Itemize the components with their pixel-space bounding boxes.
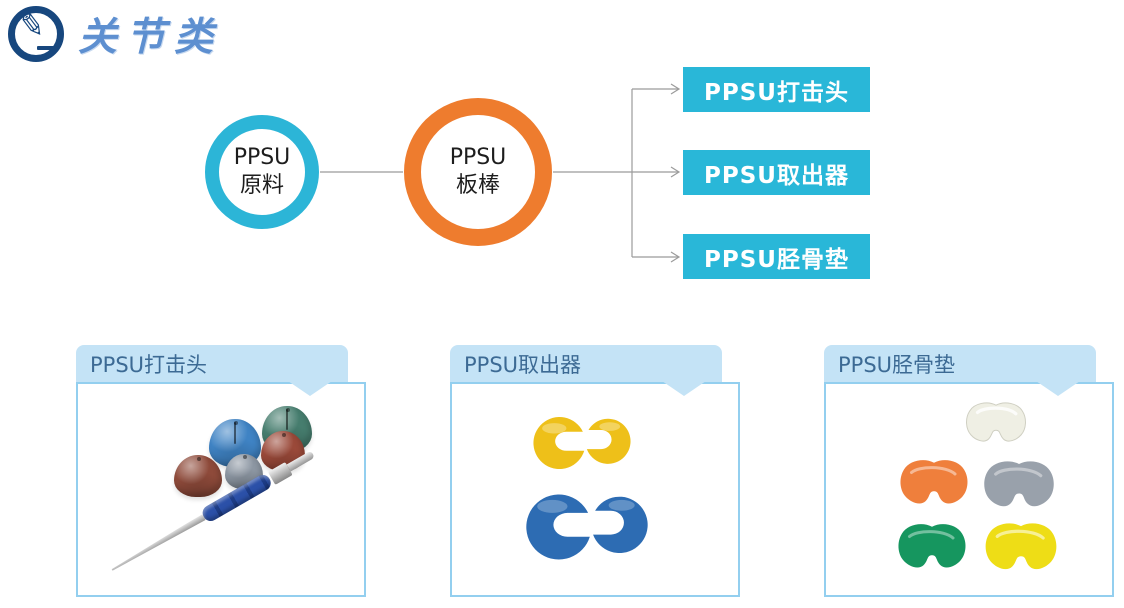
card-title: PPSU取出器 — [464, 352, 582, 377]
arrowhead-icon — [670, 166, 681, 178]
flow-output-striking-head: PPSU打击头 — [683, 67, 870, 112]
flow-node-plate-rod: PPSU 板棒 — [404, 98, 552, 246]
tibial-pad-gray — [984, 461, 1054, 507]
extractor-blue-pair — [526, 494, 648, 560]
card-image-striking-heads — [76, 382, 366, 597]
card-image-extractors — [450, 382, 740, 597]
flow-node-label-line1: PPSU — [449, 145, 507, 170]
card-image-tibial-pads — [824, 382, 1114, 597]
card-notch — [662, 381, 706, 396]
flow-output-tibial-pad: PPSU胫骨垫 — [683, 234, 870, 279]
flow-node-label-line2: 原料 — [239, 173, 284, 198]
flow-output-extractor: PPSU取出器 — [683, 150, 870, 195]
brand-logo: ✎ — [8, 6, 64, 62]
product-card-extractor: PPSU取出器 — [450, 345, 740, 597]
pencil-icon: ✎ — [16, 6, 48, 46]
card-header: PPSU胫骨垫 — [824, 345, 1096, 396]
tibial-pad-yellow — [985, 523, 1057, 570]
pencil-underline — [37, 46, 54, 50]
card-header: PPSU打击头 — [76, 345, 348, 396]
extractor-yellow-pair — [533, 417, 631, 470]
product-card-tibial-pad: PPSU胫骨垫 — [824, 345, 1114, 597]
mallet-head-brown — [174, 455, 222, 497]
card-title: PPSU打击头 — [90, 352, 208, 377]
card-notch — [1036, 381, 1080, 396]
handle-shaft — [110, 514, 206, 573]
tibial-pad-green — [898, 524, 966, 568]
page-title: 关节类 — [78, 15, 223, 60]
tibial-pad-white — [966, 402, 1026, 442]
card-title: PPSU胫骨垫 — [838, 352, 956, 377]
card-notch — [288, 381, 332, 396]
arrowhead-icon — [670, 83, 681, 95]
arrowhead-icon — [670, 251, 681, 263]
tibial-pad-orange — [900, 460, 968, 504]
product-card-striking-head: PPSU打击头 — [76, 345, 366, 597]
flow-node-raw-material: PPSU 原料 — [205, 115, 319, 229]
card-header: PPSU取出器 — [450, 345, 722, 396]
flow-node-label-line1: PPSU — [233, 145, 291, 170]
flow-node-label-line2: 板棒 — [455, 173, 500, 198]
brand-header: ✎ 关节类 — [8, 6, 222, 62]
